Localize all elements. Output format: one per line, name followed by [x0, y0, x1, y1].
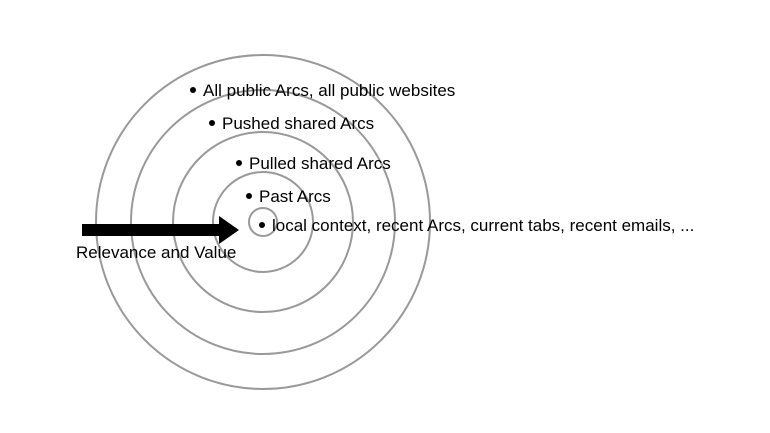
- ring-local-context: [248, 207, 278, 237]
- bullet-icon: [246, 192, 252, 199]
- ring-past-arcs: [212, 171, 314, 273]
- arrow-shaft: [82, 224, 220, 236]
- bullet-icon: [236, 159, 242, 166]
- bullet-icon: [259, 221, 265, 228]
- ring-label-past: Past Arcs: [246, 187, 331, 207]
- arrow-head: [219, 216, 239, 244]
- ring-label-local: local context, recent Arcs, current tabs…: [259, 216, 694, 236]
- ring-label-public: All public Arcs, all public websites: [190, 81, 455, 101]
- ring-pushed-shared: [130, 89, 396, 355]
- ring-pulled-shared: [172, 131, 354, 313]
- ring-outer-public: [95, 54, 431, 390]
- ring-label-pulled: Pulled shared Arcs: [236, 154, 391, 174]
- bullet-icon: [190, 86, 196, 93]
- ring-label-pushed: Pushed shared Arcs: [209, 114, 374, 134]
- arrow-label: Relevance and Value: [76, 243, 237, 262]
- bullet-icon: [209, 119, 215, 126]
- relevance-arrow: [82, 216, 239, 244]
